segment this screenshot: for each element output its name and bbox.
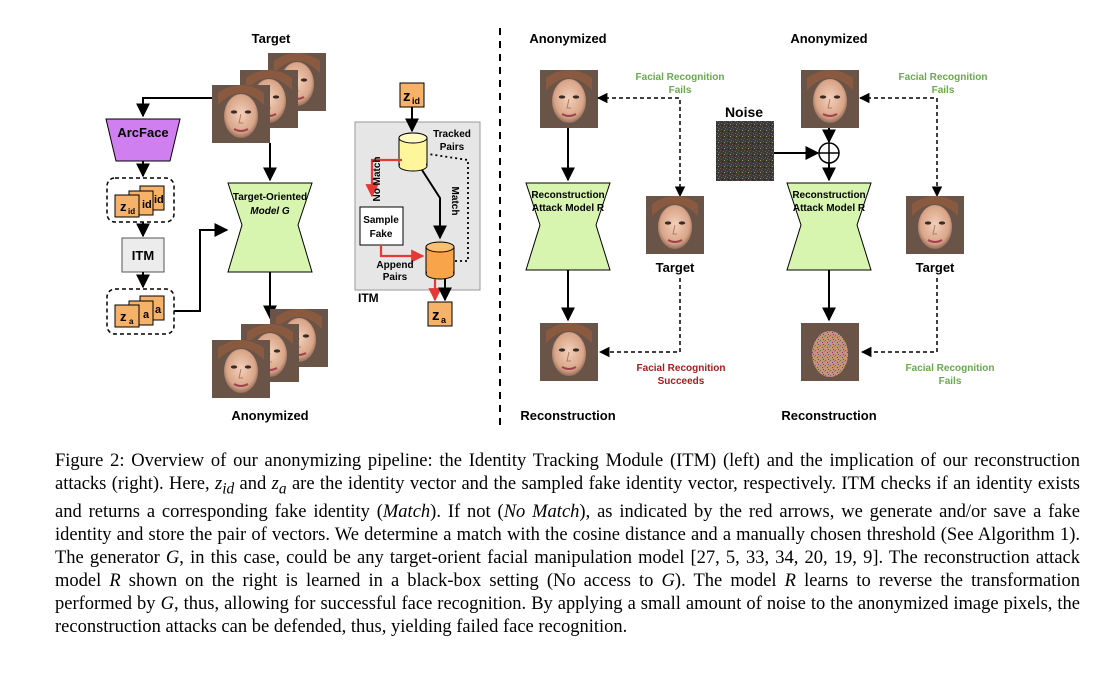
reconstruction-label-r1: Reconstruction — [520, 408, 615, 423]
zid-sub: id — [128, 207, 135, 216]
itm-zid-z: z — [403, 88, 411, 105]
target-face-image — [211, 84, 271, 144]
reconstruction-face-r1 — [539, 322, 599, 382]
itm-detail: z id Tracked Pairs No Match Match Sample… — [354, 82, 481, 327]
fr-top-r2-line2: Fails — [932, 85, 955, 96]
itm-zid-input — [399, 82, 425, 108]
fr-top-r2-line1: Facial Recognition — [899, 72, 988, 83]
itm-box-label: ITM — [132, 248, 154, 263]
itm-za-output — [427, 301, 453, 327]
za-z: z — [120, 309, 127, 324]
sample-fake-box — [359, 206, 404, 246]
append-line1: Append — [376, 260, 413, 271]
reconstruction-model-r1 — [525, 182, 611, 271]
zid-sub-2: id — [142, 199, 152, 211]
attack-panel: Anonymized Facial Recognition Fails Reco… — [520, 31, 725, 423]
target-face-r1 — [645, 195, 705, 255]
anonymized-face-r1 — [539, 69, 599, 129]
sample-line1: Sample — [363, 215, 399, 226]
za-sub: a — [129, 317, 134, 326]
figure: Target ArcFace z id id id ITM — [105, 28, 994, 425]
model-g-line1: Target-Oriented — [233, 192, 307, 203]
model-r2-line2: Attack Model R — [793, 203, 866, 214]
sample-line2: Fake — [370, 229, 393, 240]
fr-top-r1-line1: Facial Recognition — [636, 72, 725, 83]
target-label-r2: Target — [916, 260, 955, 275]
fr-top-r1-line2: Fails — [669, 85, 692, 96]
append-line2: Pairs — [383, 272, 408, 283]
reconstruction-face-r2 — [801, 323, 859, 381]
append-pairs-cylinder — [425, 241, 455, 280]
anonymized-face-stack — [211, 308, 329, 399]
defense-panel: Anonymized Facial Recognition Fails Nois… — [716, 31, 994, 423]
itm-za-z: z — [432, 307, 440, 324]
itm-zid-sub: id — [412, 96, 420, 106]
za-sub-2: a — [143, 309, 150, 321]
reconstruction-model-r2 — [786, 182, 872, 271]
za-sub-3: a — [155, 304, 162, 316]
figure-diagram: Target ArcFace z id id id ITM — [105, 28, 994, 425]
zid-vector-group — [106, 177, 175, 223]
anonymized-label-r2: Anonymized — [790, 31, 867, 46]
arcface-label: ArcFace — [117, 125, 168, 140]
arcface-encoder — [105, 118, 181, 162]
noise-image — [716, 121, 774, 181]
target-label-r1: Target — [656, 260, 695, 275]
tracked-line1: Tracked — [433, 129, 471, 140]
model-r1-line1: Reconstruction — [531, 190, 604, 201]
tracked-pairs-cylinder — [398, 132, 428, 172]
itm-detail-label: ITM — [358, 291, 379, 305]
fr-bottom-r2-line1: Facial Recognition — [906, 363, 995, 374]
no-match-label: No Match — [372, 157, 383, 202]
model-r1-line2: Attack Model R — [532, 203, 605, 214]
noise-label: Noise — [725, 104, 763, 120]
target-oriented-model-g — [227, 182, 313, 273]
anonymized-face-r2 — [800, 69, 860, 129]
zid-z: z — [120, 199, 127, 214]
anonymized-label: Anonymized — [231, 408, 308, 423]
model-g-line2: Model G — [250, 206, 290, 217]
target-face-stack — [211, 52, 327, 144]
tracked-line2: Pairs — [440, 142, 465, 153]
itm-za-sub: a — [441, 315, 447, 325]
target-label: Target — [252, 31, 291, 46]
match-label: Match — [449, 187, 460, 216]
zid-sub-3: id — [154, 194, 164, 206]
model-r2-line1: Reconstruction — [792, 190, 865, 201]
fr-bottom-r2-line2: Fails — [939, 376, 962, 387]
reconstruction-label-r2: Reconstruction — [781, 408, 876, 423]
figure-caption: Figure 2: Overview of our anonymizing pi… — [55, 451, 1081, 637]
fr-bottom-r1-line2: Succeeds — [658, 376, 705, 387]
fr-bottom-r1-line1: Facial Recognition — [637, 363, 726, 374]
left-panel: Target ArcFace z id id id ITM — [105, 31, 329, 423]
anonymized-label-r1: Anonymized — [529, 31, 606, 46]
anonymized-face-image — [211, 339, 271, 399]
target-face-r2 — [905, 195, 965, 255]
itm-box — [121, 237, 165, 273]
